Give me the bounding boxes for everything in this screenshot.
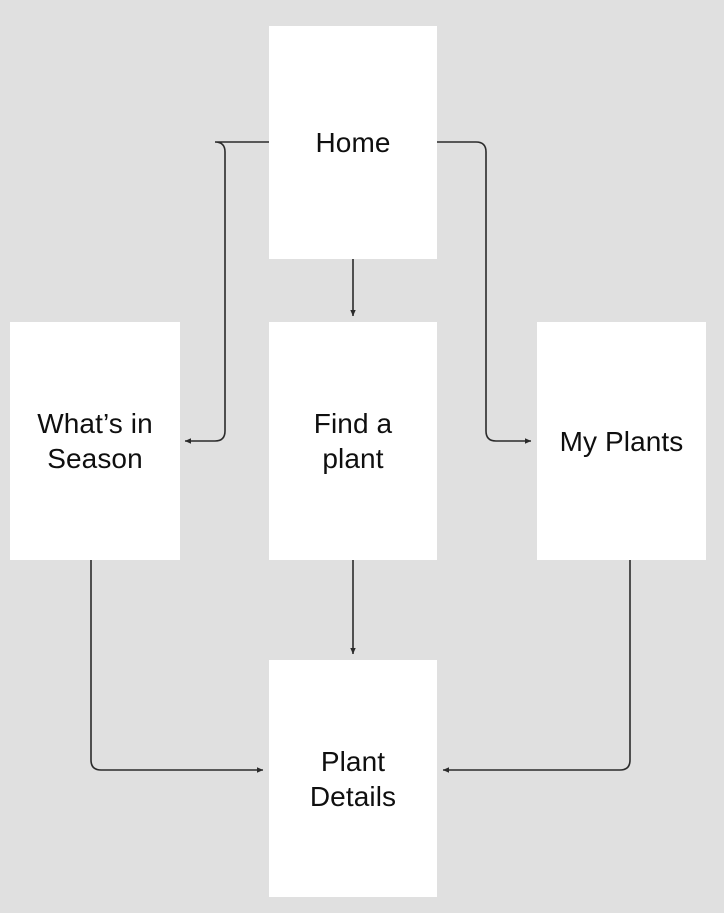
edge-home-to-season — [184, 141, 269, 444]
node-find-a-plant[interactable]: Find a plant — [269, 322, 437, 560]
node-whats-in-season-label: What’s in Season — [37, 408, 153, 474]
edge-season-to-details — [90, 560, 264, 773]
node-plant-details[interactable]: Plant Details — [269, 660, 437, 897]
node-my-plants[interactable]: My Plants — [537, 322, 706, 560]
edge-myplants-to-details — [442, 560, 631, 773]
edge-home-to-myplants — [437, 141, 532, 444]
node-whats-in-season[interactable]: What’s in Season — [10, 322, 180, 560]
node-home-label: Home — [315, 127, 391, 158]
node-my-plants-label: My Plants — [559, 425, 684, 457]
node-home[interactable]: Home — [269, 26, 437, 259]
node-find-a-plant-label: Find a plant — [313, 408, 393, 474]
node-plant-details-label: Plant Details — [309, 745, 397, 812]
